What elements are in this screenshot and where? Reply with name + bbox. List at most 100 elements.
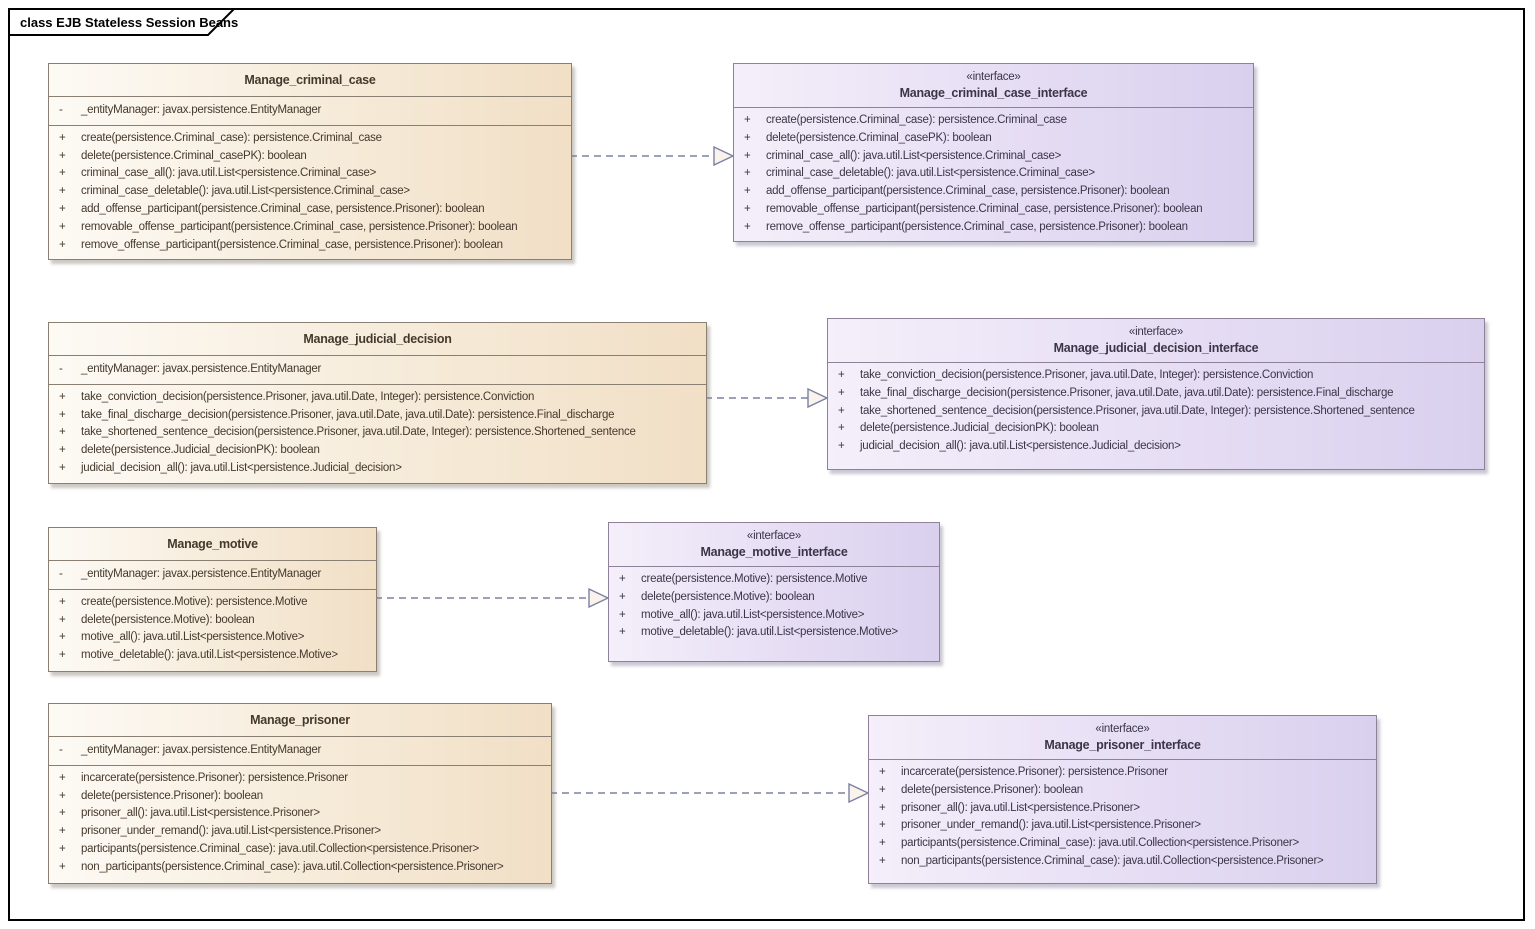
class-box-manage-prisoner[interactable]: Manage_prisoner - _entityManager: javax.… xyxy=(48,703,552,884)
visibility-marker: + xyxy=(59,842,66,855)
method-text: removable_offense_participant(persistenc… xyxy=(81,220,518,233)
class-title: Manage_criminal_case xyxy=(49,64,571,97)
method-row: + delete(persistence.Criminal_casePK): b… xyxy=(734,130,1253,148)
visibility-marker: + xyxy=(59,807,66,820)
attribute-row: - _entityManager: javax.persistence.Enti… xyxy=(49,742,551,760)
attribute-text: _entityManager: javax.persistence.Entity… xyxy=(81,744,322,756)
visibility-marker: + xyxy=(879,837,886,850)
method-row: + delete(persistence.Judicial_decisionPK… xyxy=(828,420,1484,438)
method-text: add_offense_participant(persistence.Crim… xyxy=(766,185,1170,198)
method-text: judicial_decision_all(): java.util.List<… xyxy=(860,440,1181,453)
class-box-manage-criminal-case[interactable]: Manage_criminal_case - _entityManager: j… xyxy=(48,63,572,260)
method-text: motive_all(): java.util.List<persistence… xyxy=(641,608,865,621)
method-row: + delete(persistence.Prisoner): boolean xyxy=(49,788,551,806)
visibility-marker: + xyxy=(619,590,626,603)
method-row: + prisoner_all(): java.util.List<persist… xyxy=(869,800,1376,818)
method-row: + incarcerate(persistence.Prisoner): per… xyxy=(49,770,551,788)
method-row: + create(persistence.Motive): persistenc… xyxy=(609,571,939,589)
visibility-marker: + xyxy=(744,167,751,180)
method-row: + delete(persistence.Motive): boolean xyxy=(49,612,376,630)
method-text: remove_offense_participant(persistence.C… xyxy=(766,220,1188,233)
methods-compartment: + take_conviction_decision(persistence.P… xyxy=(49,385,706,483)
interface-box-manage-judicial-decision-interface[interactable]: «interface» Manage_judicial_decision_int… xyxy=(827,318,1485,470)
method-text: motive_deletable(): java.util.List<persi… xyxy=(81,649,338,662)
method-text: add_offense_participant(persistence.Crim… xyxy=(81,202,485,215)
visibility-marker: + xyxy=(59,825,66,838)
method-text: prisoner_all(): java.util.List<persisten… xyxy=(81,807,320,820)
frame-title: class EJB Stateless Session Beans xyxy=(20,15,238,30)
methods-compartment: + take_conviction_decision(persistence.P… xyxy=(828,363,1484,469)
visibility-marker: + xyxy=(59,461,66,474)
stereotype-label: «interface» xyxy=(1128,326,1184,338)
visibility-marker: + xyxy=(59,789,66,802)
attribute-text: _entityManager: javax.persistence.Entity… xyxy=(81,104,322,116)
class-box-manage-motive[interactable]: Manage_motive - _entityManager: javax.pe… xyxy=(48,527,377,672)
method-text: removable_offense_participant(persistenc… xyxy=(766,202,1203,215)
visibility-marker: + xyxy=(619,626,626,639)
interface-header: «interface» Manage_judicial_decision_int… xyxy=(828,319,1484,363)
visibility-marker: + xyxy=(744,220,751,233)
method-row: + criminal_case_deletable(): java.util.L… xyxy=(49,183,571,201)
interface-box-manage-prisoner-interface[interactable]: «interface» Manage_prisoner_interface + … xyxy=(868,715,1377,884)
method-row: + create(persistence.Motive): persistenc… xyxy=(49,594,376,612)
method-text: delete(persistence.Prisoner): boolean xyxy=(901,783,1083,796)
visibility-marker: + xyxy=(879,801,886,814)
method-row: + non_participants(persistence.Criminal_… xyxy=(49,859,551,877)
method-text: prisoner_under_remand(): java.util.List<… xyxy=(81,825,381,838)
methods-compartment: + create(persistence.Criminal_case): per… xyxy=(49,126,571,259)
method-row: + take_final_discharge_decision(persiste… xyxy=(49,407,706,425)
methods-compartment: + create(persistence.Criminal_case): per… xyxy=(734,108,1253,241)
visibility-marker: + xyxy=(59,595,66,608)
visibility-marker: + xyxy=(619,573,626,585)
visibility-marker: + xyxy=(59,202,66,215)
method-text: criminal_case_deletable(): java.util.Lis… xyxy=(81,185,410,198)
method-text: prisoner_under_remand(): java.util.List<… xyxy=(901,819,1201,832)
interface-header: «interface» Manage_criminal_case_interfa… xyxy=(734,64,1253,108)
method-row: + incarcerate(persistence.Prisoner): per… xyxy=(869,764,1376,782)
visibility-marker: + xyxy=(838,440,845,453)
method-row: + participants(persistence.Criminal_case… xyxy=(869,835,1376,853)
method-row: + motive_deletable(): java.util.List<per… xyxy=(49,647,376,665)
visibility-marker: + xyxy=(838,422,845,435)
interface-title: Manage_motive_interface xyxy=(700,545,848,559)
visibility-marker: + xyxy=(619,608,626,621)
visibility-marker: + xyxy=(59,408,66,421)
method-row: + prisoner_under_remand(): java.util.Lis… xyxy=(49,823,551,841)
method-text: delete(persistence.Prisoner): boolean xyxy=(81,789,263,802)
attributes-compartment: - _entityManager: javax.persistence.Enti… xyxy=(49,737,551,766)
method-row: + delete(persistence.Criminal_casePK): b… xyxy=(49,148,571,166)
class-title: Manage_prisoner xyxy=(49,704,551,737)
interface-box-manage-motive-interface[interactable]: «interface» Manage_motive_interface + cr… xyxy=(608,522,940,662)
method-text: take_final_discharge_decision(persistenc… xyxy=(860,386,1394,399)
method-text: delete(persistence.Judicial_decisionPK):… xyxy=(860,422,1099,435)
method-row: + criminal_case_all(): java.util.List<pe… xyxy=(734,148,1253,166)
method-row: + take_conviction_decision(persistence.P… xyxy=(49,389,706,407)
method-row: + criminal_case_all(): java.util.List<pe… xyxy=(49,165,571,183)
method-row: + take_shortened_sentence_decision(persi… xyxy=(49,424,706,442)
attribute-row: - _entityManager: javax.persistence.Enti… xyxy=(49,566,376,584)
method-row: + take_conviction_decision(persistence.P… xyxy=(828,367,1484,385)
class-box-manage-judicial-decision[interactable]: Manage_judicial_decision - _entityManage… xyxy=(48,322,707,484)
interface-header: «interface» Manage_motive_interface xyxy=(609,523,939,567)
method-row: + delete(persistence.Prisoner): boolean xyxy=(869,782,1376,800)
method-text: create(persistence.Criminal_case): persi… xyxy=(766,114,1067,126)
visibility-marker: + xyxy=(59,131,66,144)
method-text: take_conviction_decision(persistence.Pri… xyxy=(860,369,1314,381)
method-row: + motive_deletable(): java.util.List<per… xyxy=(609,624,939,642)
methods-compartment: + create(persistence.Motive): persistenc… xyxy=(49,590,376,671)
visibility-marker: + xyxy=(879,783,886,796)
method-row: + judicial_decision_all(): java.util.Lis… xyxy=(828,438,1484,456)
visibility-marker: + xyxy=(59,238,66,251)
method-row: + delete(persistence.Motive): boolean xyxy=(609,589,939,607)
interface-box-manage-criminal-case-interface[interactable]: «interface» Manage_criminal_case_interfa… xyxy=(733,63,1254,242)
method-text: motive_all(): java.util.List<persistence… xyxy=(81,631,305,644)
visibility-marker: + xyxy=(744,149,751,162)
visibility-marker: + xyxy=(744,131,751,144)
visibility-marker: + xyxy=(838,404,845,417)
stereotype-label: «interface» xyxy=(746,530,802,542)
visibility-marker: + xyxy=(59,444,66,457)
attribute-text: _entityManager: javax.persistence.Entity… xyxy=(81,363,322,375)
method-row: + removable_offense_participant(persiste… xyxy=(734,201,1253,219)
method-text: create(persistence.Motive): persistence.… xyxy=(81,595,308,608)
